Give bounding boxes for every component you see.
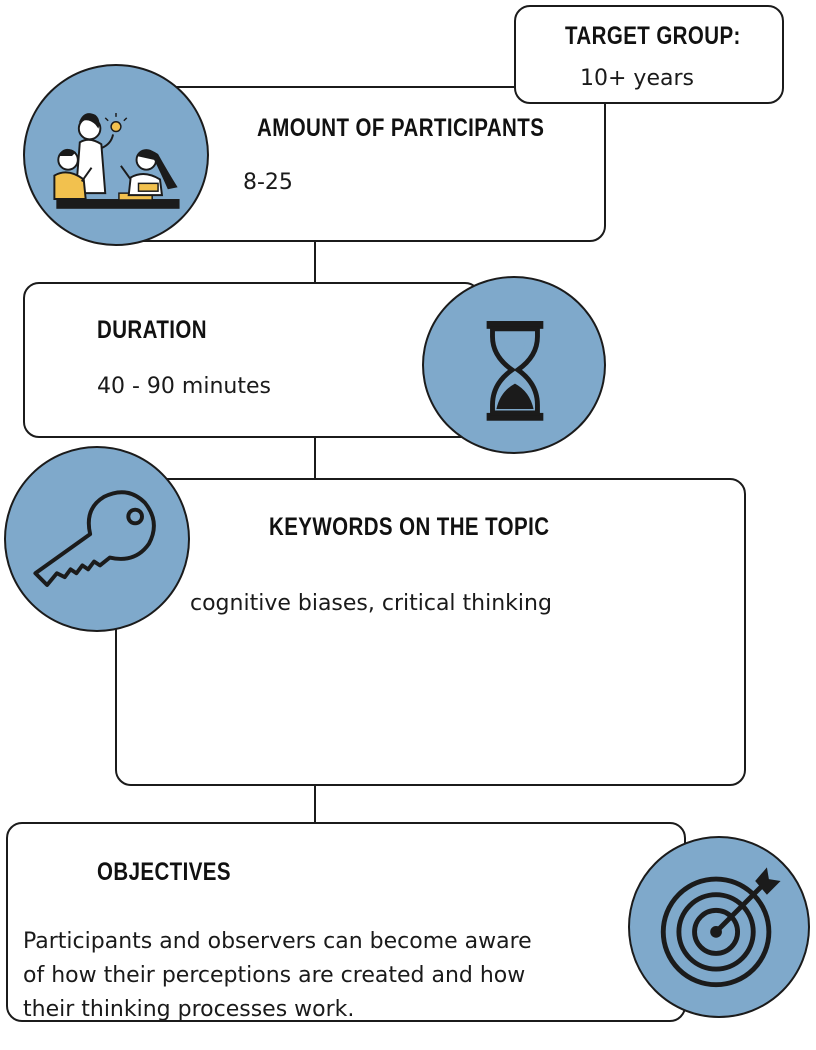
connector-line — [314, 240, 316, 284]
duration-value: 40 - 90 minutes — [97, 374, 271, 399]
hourglass-icon — [422, 276, 606, 454]
target-group-heading: TARGET GROUP: — [565, 22, 741, 50]
duration-heading: DURATION — [97, 316, 207, 344]
connector-line — [314, 784, 316, 824]
keywords-card — [115, 478, 746, 786]
target-group-card — [514, 5, 784, 104]
connector-line — [314, 436, 316, 480]
participants-heading: AMOUNT OF PARTICIPANTS — [257, 114, 545, 142]
objectives-line-1: Participants and observers can become aw… — [23, 929, 532, 954]
duration-card — [23, 282, 481, 438]
participants-value: 8-25 — [243, 170, 293, 195]
keywords-heading: KEYWORDS ON THE TOPIC — [269, 513, 550, 541]
people-discussing-illustration — [23, 64, 209, 246]
keywords-value: cognitive biases, critical thinking — [190, 591, 552, 616]
objectives-card — [6, 822, 686, 1022]
target-group-value: 10+ years — [580, 66, 694, 91]
objectives-line-3: their thinking processes work. — [23, 997, 355, 1022]
key-icon — [4, 446, 190, 632]
objectives-line-2: of how their perceptions are created and… — [23, 963, 526, 988]
target-icon — [628, 836, 810, 1018]
objectives-heading: OBJECTIVES — [97, 858, 231, 886]
